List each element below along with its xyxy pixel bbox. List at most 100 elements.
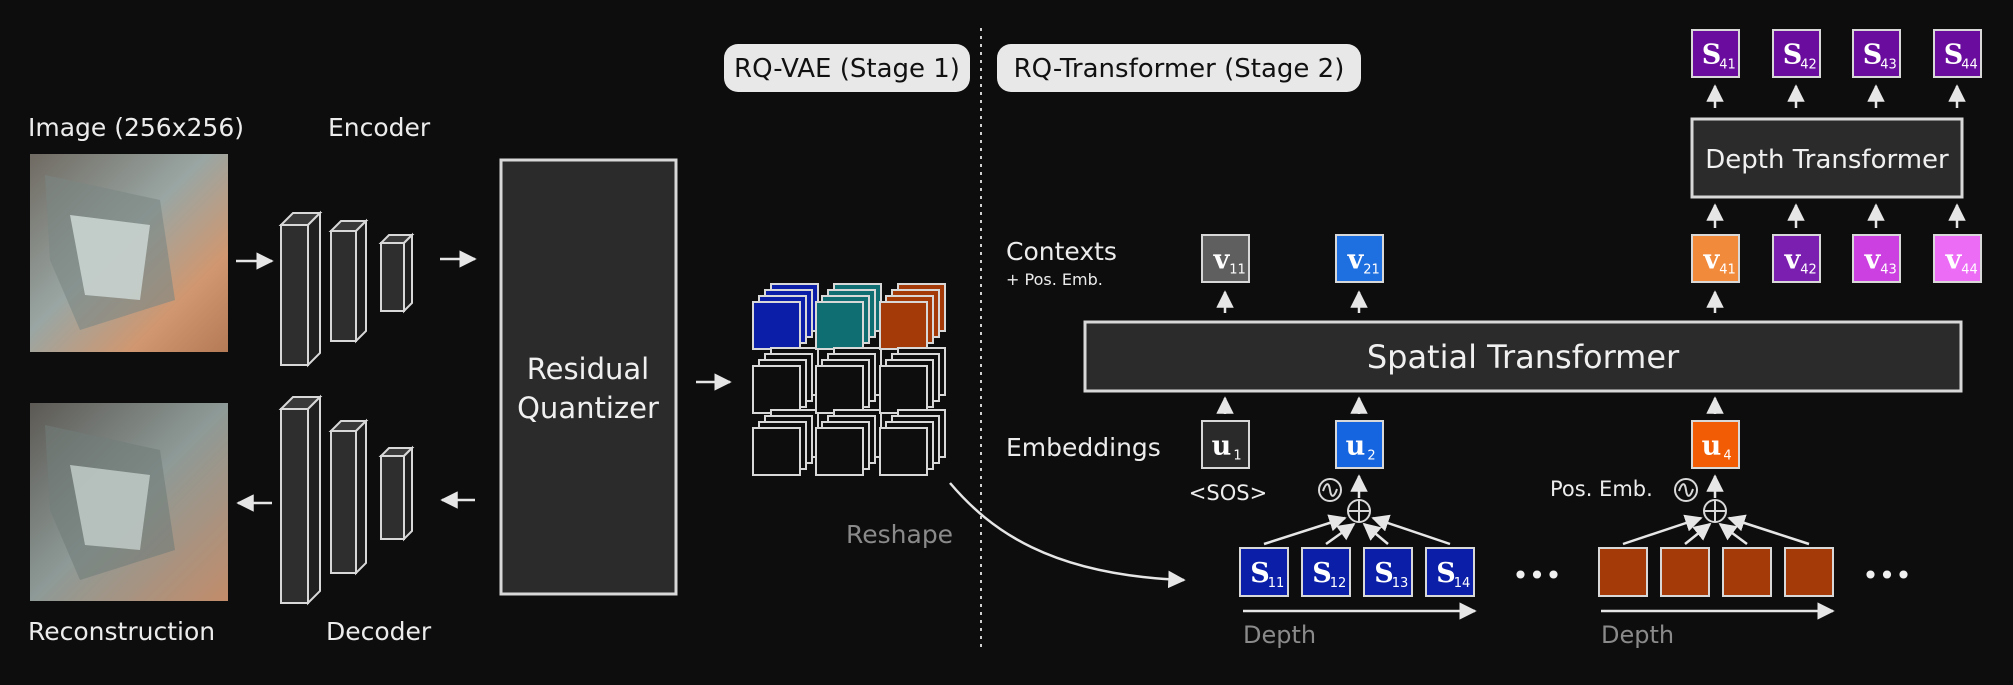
decoder-layer-3 [378,445,415,542]
svg-text:4: 4 [1723,449,1731,464]
code-token-s14: S14 [1425,547,1475,597]
code-stack-r2-c0 [752,409,819,476]
encoder-layer-1 [278,210,323,368]
svg-text:v: v [1213,245,1231,276]
pos-emb-node-u2 [1318,478,1342,502]
decoder-layer-1 [278,394,323,606]
input-image [30,154,228,352]
svg-text:11: 11 [1229,263,1246,278]
token-arrows [1216,84,1966,546]
svg-text:S: S [1436,558,1456,589]
arrow-g2b-to-plus [1684,522,1712,545]
reshape-label: Reshape [846,520,953,549]
code-token-group2-2 [1660,547,1710,597]
pos-emb-node-u4 [1674,478,1698,502]
svg-text:13: 13 [1392,576,1409,591]
arrow-g2a-to-plus [1622,514,1703,546]
svg-text:12: 12 [1330,576,1347,591]
arrow-s14-to-plus [1371,514,1451,546]
encoder-layers [278,210,415,368]
reconstruction-image [30,403,228,601]
code-stack-r0-c0 [752,283,819,350]
spatial-transformer-box: Spatial Transformer [1083,320,1963,393]
svg-text:41: 41 [1719,58,1736,73]
stage1-pill: RQ-VAE (Stage 1) [724,44,970,92]
arrow-g2c-to-plus [1718,522,1748,546]
encoder-label: Encoder [328,113,431,142]
svg-text:v: v [1347,245,1365,276]
svg-text:u: u [1702,431,1722,462]
code-cube-grid [752,283,946,476]
arrow-g2d-to-plus [1727,514,1810,546]
code-stack-r2-c2 [879,409,946,476]
depth-label-2: Depth [1601,621,1674,649]
svg-text:S: S [1250,558,1270,589]
decoder-label: Decoder [326,617,432,646]
code-stack-r0-c1 [815,283,882,350]
ellipsis-1: ••• [1512,559,1562,592]
svg-text:S: S [1944,40,1964,71]
plus-node-u2 [1347,499,1371,523]
code-token-group2-3 [1722,547,1772,597]
svg-text:42: 42 [1800,58,1817,73]
depth-label-1: Depth [1243,621,1316,649]
code-token-group2-1 [1598,547,1648,597]
svg-text:S: S [1312,558,1332,589]
arrow-s11-to-plus [1263,514,1347,546]
svg-text:S: S [1702,40,1722,71]
code-stack-r1-c0 [752,347,819,414]
svg-text:u: u [1212,431,1232,462]
svg-text:S: S [1374,558,1394,589]
arrow-s13-to-plus [1362,522,1389,545]
svg-text:44: 44 [1961,263,1978,278]
stage1-label: RQ-VAE (Stage 1) [734,54,960,84]
spatial-transformer-label: Spatial Transformer [1367,338,1680,376]
svg-text:42: 42 [1800,263,1817,278]
svg-text:11: 11 [1268,576,1285,591]
code-token-s13: S13 [1363,547,1413,597]
pos-emb-label: Pos. Emb. [1550,477,1653,501]
depth-transformer-label: Depth Transformer [1705,145,1949,175]
code-stack-r2-c1 [815,409,882,476]
code-token-s12: S12 [1301,547,1351,597]
output-token-s42: S42 [1772,29,1821,78]
pos-emb-note: + Pos. Emb. [1006,270,1103,289]
svg-text:43: 43 [1880,263,1897,278]
code-token-s11: S11 [1239,547,1289,597]
svg-text:S: S [1783,40,1803,71]
plus-node-u4 [1703,499,1727,523]
sos-label: <SOS> [1189,481,1267,505]
reshape-arrow [949,482,1186,589]
decoder-layer-2 [328,418,369,576]
svg-text:v: v [1703,245,1721,276]
svg-text:v: v [1945,245,1963,276]
stage2-label: RQ-Transformer (Stage 2) [1014,54,1345,84]
svg-text:S: S [1863,40,1883,71]
arrow-s12-to-plus [1325,522,1356,546]
svg-text:44: 44 [1961,58,1978,73]
embeddings-label: Embeddings [1006,433,1161,462]
stage2-pill: RQ-Transformer (Stage 2) [997,44,1361,92]
output-token-s44: S44 [1933,29,1982,78]
code-stack-r1-c2 [879,347,946,414]
encoder-layer-3 [378,232,415,314]
svg-text:1: 1 [1233,449,1241,464]
reconstruction-label: Reconstruction [28,617,215,646]
quantizer-line1: Residual [527,352,649,386]
svg-text:v: v [1864,245,1882,276]
svg-text:21: 21 [1363,263,1380,278]
quantizer-line2: Quantizer [517,391,659,425]
svg-text:14: 14 [1454,576,1471,591]
svg-text:v: v [1784,245,1802,276]
code-stack-r0-c2 [879,283,946,350]
